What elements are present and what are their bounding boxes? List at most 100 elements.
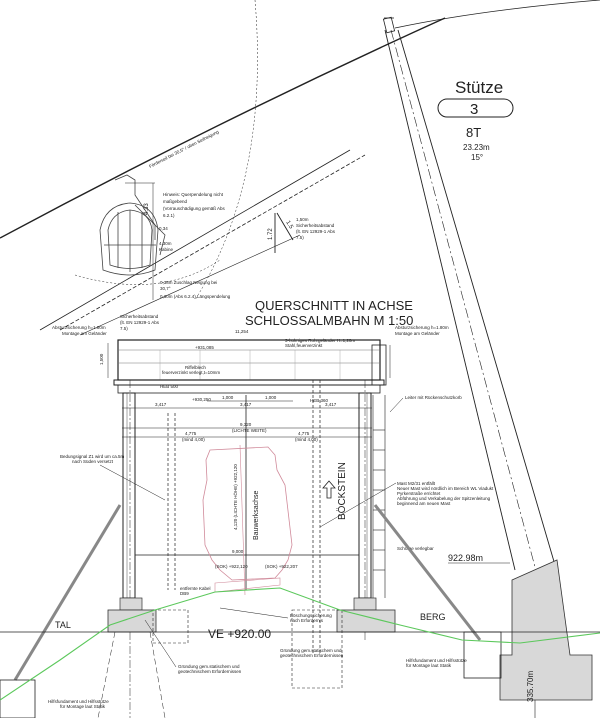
mast-base-elevation: 922.98m (448, 553, 483, 563)
stuetze-type: 8T (466, 125, 481, 140)
clear-dim (276, 212, 294, 241)
sicherheit-right-2: Sicherheitsabstand (296, 223, 335, 228)
support-frame (122, 380, 372, 718)
mast-note-5: beginnend am neuen Mast (397, 501, 451, 506)
pier-pedestal-right (353, 597, 377, 611)
sicherheit-left: Sicherheitsabstand (120, 314, 159, 319)
clearance-line (39, 149, 351, 331)
d2-dim: 1,000 (265, 395, 277, 400)
gruendung-mid: Gründung gem.statischem und (280, 648, 342, 653)
dimension-lines (122, 395, 372, 590)
hinweis-note-3: (Vorrauschädigung gemäß Abs (163, 206, 226, 211)
direction-label: BÖCKSTEIN (336, 462, 348, 520)
seg-left-dim: 3,417 (155, 402, 167, 407)
ladder (372, 395, 386, 598)
bedung-leader (99, 464, 166, 501)
aux-foundation-left (0, 679, 36, 718)
bridge-deck (113, 339, 387, 394)
zuschlag-note: 0,38m Zuschlag Neigung bei (160, 280, 217, 285)
hilfs-right-2: für Montage laut Statik (406, 663, 452, 668)
section-subtitle: SCHLOSSALMBAHN M 1:50 (245, 313, 413, 328)
haul-cable (0, 17, 446, 239)
cable-note: Förderseil bei 30,5° / oben Seilneigung (148, 129, 220, 169)
rail-profile (214, 577, 281, 593)
absturz-right-2: Montage am Geländer (395, 331, 440, 336)
half-right-dim: 4,775 (298, 431, 310, 436)
profile-axis (239, 444, 246, 596)
gondola-cabin (99, 174, 166, 276)
sok-left: (SOK) +922,120 (215, 564, 248, 569)
clear-height-dim: 1.72 (268, 228, 274, 240)
stuetze-number-badge (437, 98, 514, 118)
tal-label: TAL (55, 620, 71, 630)
half-left-sub: (mind 4,00) (182, 437, 205, 442)
berg-label: BERG (420, 612, 446, 622)
ladder-note: Leiter mit Rückenschutzkorb (405, 395, 462, 400)
swing-arc (194, 0, 258, 301)
mast-note-leader (319, 482, 397, 528)
kabel-note: entfernte Kabel (180, 586, 211, 591)
mast-note-4: Abführung und Verkabelung der Spitzenlei… (397, 496, 491, 501)
sicherheit-right-4: 7.5) (296, 235, 304, 240)
ve-elevation: VE +920.00 (208, 627, 271, 641)
clear-distance-dim: 1.5 (284, 220, 294, 231)
boeschung-leader (219, 607, 289, 619)
hinweis-note-4: 6.2.1) (163, 213, 175, 218)
section-title: QUERSCHNITT IN ACHSE (255, 298, 413, 313)
pile-line (97, 631, 116, 718)
sicherheit-right-1: 1,50m (296, 217, 309, 222)
cab-height: 4,30m (159, 241, 172, 246)
gruendung-leader (144, 619, 177, 668)
ladder-leader (389, 397, 404, 413)
beam-label: HEB 500 (160, 384, 179, 389)
railing-note-2: Stahl,feuerverzinkt (285, 343, 323, 348)
mast (382, 16, 556, 571)
deck-bottom-elev: +930,250 (192, 397, 211, 402)
deck-top-elev: +931,085 (195, 345, 214, 350)
span-dim: 9,320 (240, 422, 252, 427)
cab-height-dim: 4.33 (144, 203, 150, 215)
stuetze-label: Stütze (455, 78, 503, 97)
riffelblech-note: Riffelblech (185, 365, 206, 370)
mast-note-3: Pyrkerstraße errichtet (397, 491, 441, 496)
hinweis-note-2: maßgebend (163, 199, 188, 204)
half-left-dim: 4,775 (185, 431, 197, 436)
beam-right-label: HEB 360 (310, 398, 329, 403)
rail-height-dim: 1,500 (99, 353, 104, 365)
bedung-note-2: nach Süden versetzt (72, 459, 114, 464)
schraege-note: Schräge verlegbar (397, 546, 434, 551)
gruendung-mid-2: geotechnischem Erfordernissen (280, 653, 344, 658)
foundation-left (107, 609, 157, 633)
haul-cable-upper (394, 0, 600, 29)
sicherheit-left-3: 7.5) (120, 326, 128, 331)
kabel-note-2: DB9 (180, 591, 189, 596)
clearance-line (59, 154, 366, 331)
half-right-sub: (mind 4,00) (295, 437, 318, 442)
d1-dim: 1,000 (222, 395, 234, 400)
absturz-left: Absturzsicherung h=1.80m (52, 325, 106, 330)
hilfs-left: Hilfsfundament und Hilfsstütze (48, 699, 109, 704)
sicherheit-left-2: (lt. EN 12929-1 Abs (120, 320, 160, 325)
stuetze-angle: 15° (471, 153, 483, 162)
bauwerksachse-label: Bauwerksachse (253, 490, 260, 540)
seg-right-dim: 3,417 (325, 402, 337, 407)
bottom-width-dim: 9,000 (232, 549, 244, 554)
boeschung-note: Böschungssicherung (290, 613, 332, 618)
terrain-profile (0, 587, 600, 701)
pit-foundation (291, 609, 343, 689)
gondola-clearance-profile (202, 446, 293, 581)
aux-foundation-right (463, 631, 502, 679)
absturz-left-2: Montage am Geländer (62, 331, 107, 336)
strut-left (13, 504, 122, 681)
zuschlag-note-2: 30,7° (160, 286, 171, 291)
seg-mid-dim: 3,417 (240, 402, 252, 407)
strut-right (373, 504, 482, 641)
foundation-right (336, 609, 396, 633)
mast-foundation-elevation: 335.70m (526, 671, 535, 702)
sicherheit-right-3: (lt. EN 12929-1 Abs (296, 229, 336, 234)
direction-arrow-icon (322, 480, 336, 499)
pile-line (149, 631, 166, 718)
bedung-note: Bedungsignal Z1 wird um ca.5m (60, 454, 125, 459)
